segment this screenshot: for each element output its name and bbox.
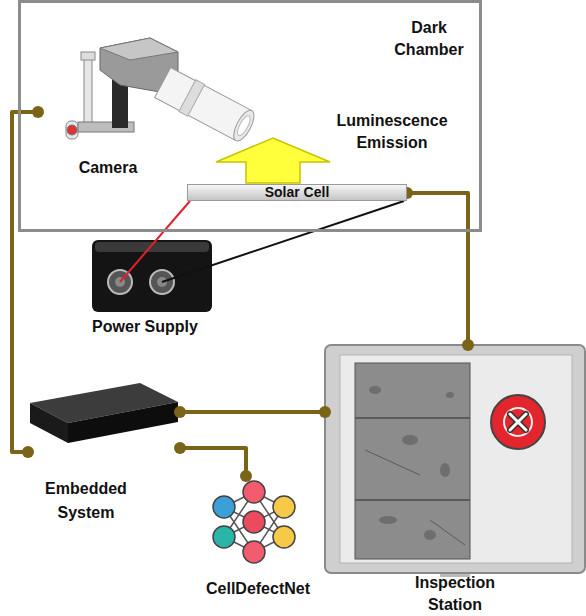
signal-connector — [180, 448, 246, 476]
node-label: Embedded System — [28, 477, 144, 525]
luminescence-arrow — [216, 138, 330, 183]
neural-network-icon — [243, 511, 265, 533]
monitor-illustration — [369, 386, 381, 394]
camera-illustration — [235, 114, 252, 137]
neural-network-icon — [273, 526, 295, 548]
monitor-illustration — [440, 463, 450, 477]
embedded-system-node: Embedded System — [28, 380, 180, 525]
signal-connector — [12, 112, 38, 452]
camera-illustration — [67, 125, 77, 135]
camera-illustration — [66, 38, 258, 145]
connector-dot — [174, 442, 186, 454]
camera-node: Camera — [38, 40, 178, 185]
monitor-illustration — [446, 392, 454, 398]
neural-network-icon — [213, 481, 295, 563]
power-supply-illustration — [115, 277, 125, 287]
camera-illustration — [84, 58, 92, 130]
camera-illustration — [66, 121, 78, 139]
connector-dot — [240, 470, 252, 482]
embedded-system-illustration — [68, 402, 178, 443]
node-label: CellDefectNet — [190, 578, 326, 600]
monitor-illustration — [325, 345, 585, 573]
neural-network-icon — [243, 541, 265, 563]
embedded-system-illustration — [30, 403, 68, 443]
monitor-illustration — [402, 435, 418, 445]
monitor-illustration — [369, 386, 454, 540]
connector-dot — [22, 446, 34, 458]
emission-label: Luminescence Emission — [334, 110, 450, 154]
power-wire — [162, 201, 404, 282]
monitor-illustration — [325, 345, 585, 577]
power-supply-illustration — [95, 242, 209, 252]
monitor-illustration — [365, 450, 420, 475]
power-supply-illustration — [150, 270, 174, 294]
camera-illustration — [100, 38, 178, 60]
node-label: Power Supply — [70, 316, 220, 338]
luminescence-arrow — [216, 138, 330, 183]
monitor-illustration — [355, 417, 470, 419]
power-supply-illustration — [92, 240, 212, 312]
network-node: CellDefectNet — [200, 476, 316, 600]
neural-network-icon — [213, 526, 235, 548]
power-supply-illustration — [92, 240, 212, 312]
signal-connector — [407, 193, 468, 345]
node-label: Solar Cell — [188, 185, 406, 200]
monitor-illustration — [424, 530, 436, 540]
node-label: Camera — [38, 157, 178, 179]
solar-cell-bar: Solar Cell — [187, 184, 407, 201]
camera-illustration — [179, 80, 205, 116]
monitor-illustration — [379, 516, 397, 524]
power-supply-illustration — [157, 277, 167, 287]
monitor-illustration — [510, 414, 526, 430]
monitor-illustration — [430, 520, 465, 545]
neural-network-icon — [213, 496, 235, 518]
monitor-illustration — [340, 355, 572, 563]
inspection-station-node: Inspection Station — [325, 345, 586, 616]
monitor-illustration — [504, 408, 532, 436]
node-label: Dark Chamber — [381, 17, 477, 61]
camera-illustration — [154, 67, 258, 145]
connector-dot — [462, 339, 474, 351]
node-label: Inspection Station — [390, 572, 520, 616]
signal-connector — [180, 410, 325, 414]
monitor-illustration — [355, 418, 470, 545]
embedded-system-illustration — [30, 383, 178, 443]
neural-network-icon — [213, 481, 295, 563]
monitor-illustration — [355, 499, 470, 501]
power-supply-illustration — [108, 270, 132, 294]
monitor-illustration — [510, 414, 526, 430]
neural-network-icon — [273, 496, 295, 518]
monitor-illustration — [491, 395, 545, 449]
connector-dot — [174, 406, 186, 418]
camera-illustration — [230, 107, 258, 144]
connector-dot — [319, 406, 331, 418]
neural-network-icon — [243, 481, 265, 503]
power-wire — [120, 201, 190, 282]
camera-illustration — [81, 52, 95, 60]
power-supply-node: Power Supply — [70, 236, 220, 340]
connector-dot — [32, 106, 44, 118]
monitor-illustration — [355, 363, 470, 559]
